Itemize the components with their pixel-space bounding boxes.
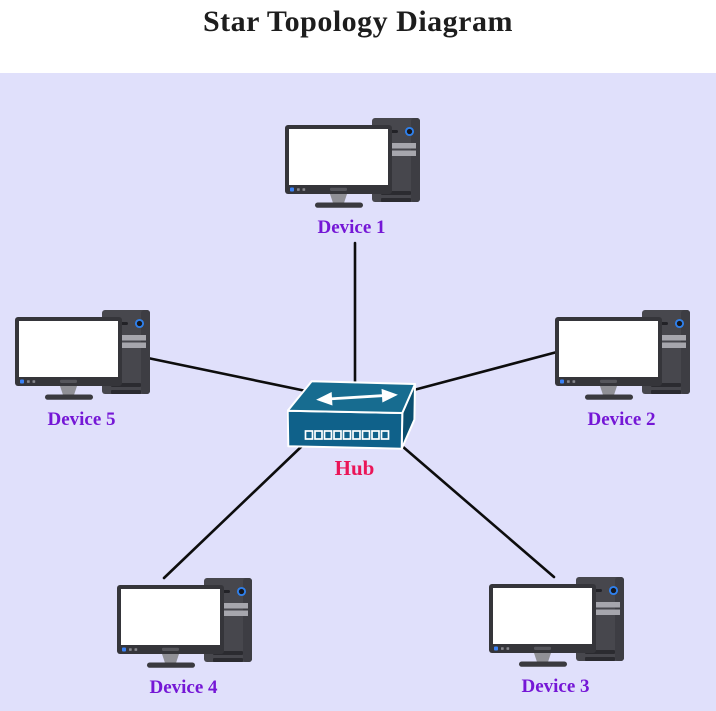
device-node-1: Device 1 [283, 114, 420, 239]
hub-node: Hub [287, 378, 422, 481]
link-device2-hub [408, 350, 559, 393]
device-label: Device 5 [47, 409, 116, 430]
computer-icon [553, 306, 690, 400]
computer-icon [487, 573, 624, 667]
device-label: Device 2 [587, 409, 656, 430]
hub-label: Hub [334, 456, 375, 480]
link-device3-hub [400, 444, 556, 579]
device-node-5: Device 5 [13, 306, 150, 431]
computer-icon [283, 114, 420, 208]
page-title: Star Topology Diagram [203, 5, 513, 39]
device-label: Device 1 [317, 217, 386, 238]
device-node-3: Device 3 [487, 573, 624, 698]
device-node-2: Device 2 [553, 306, 690, 431]
device-label: Device 3 [521, 676, 590, 697]
link-device5-hub [141, 355, 332, 398]
computer-icon [115, 574, 252, 668]
link-device4-hub [162, 444, 304, 580]
device-label: Device 4 [149, 677, 218, 698]
header: Star Topology Diagram [0, 0, 716, 73]
hub-icon [287, 378, 422, 450]
device-node-4: Device 4 [115, 574, 252, 699]
computer-icon [13, 306, 150, 400]
